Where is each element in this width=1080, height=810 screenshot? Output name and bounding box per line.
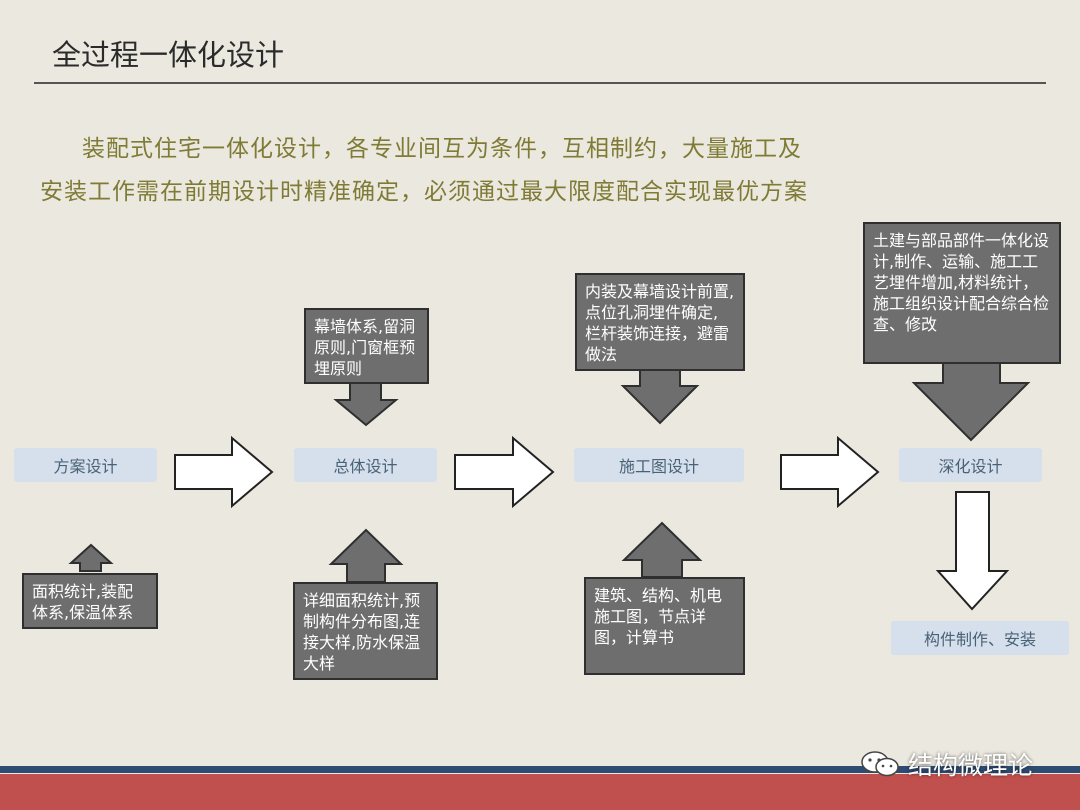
arrow-down-hollow [935,491,1010,611]
arrow-up-scheme [68,543,114,572]
watermark: 结构微理论 [860,746,1033,782]
stage-scheme-design: 方案设计 [14,448,157,482]
page-title: 全过程一体化设计 [52,38,285,72]
note-construction-bottom: 建筑、结构、机电施工图，节点详图，计算书 [584,577,745,675]
arrow-down-deepening [911,361,1031,442]
arrow-right-3 [780,435,880,509]
intro-paragraph: 装配式住宅一体化设计，各专业间互为条件，互相制约，大量施工及安装工作需在前期设计… [40,136,808,205]
note-construction-top: 内装及幕墙设计前置,点位孔洞埋件确定, 栏杆装饰连接，避雷做法 [575,273,745,371]
stage-construction-drawing: 施工图设计 [574,448,744,482]
arrow-up-construction [621,521,703,578]
stage-manufacture-install: 构件制作、安装 [891,621,1069,655]
arrow-up-overall [328,528,404,583]
footer-red-band [0,774,1080,810]
wechat-icon [861,751,899,777]
arrow-down-construction [620,369,700,425]
footer-blue-stripe [0,766,1080,773]
arrow-right-1 [174,435,274,509]
arrow-right-2 [454,435,555,509]
note-scheme-bottom: 面积统计,装配体系,保温体系 [22,573,158,629]
note-overall-top: 幕墙体系,留洞原则,门窗框预埋原则 [304,308,429,384]
title-divider [34,82,1046,84]
stage-deepening-design: 深化设计 [899,448,1042,482]
note-overall-bottom: 详细面积统计,预制构件分布图,连接大样,防水保温大样 [293,582,438,680]
stage-overall-design: 总体设计 [294,448,437,482]
arrow-down-overall [333,381,399,427]
note-deepening-top: 土建与部品部件一体化设计,制作、运输、施工工艺埋件增加,材料统计，施工组织设计配… [863,222,1061,364]
watermark-text: 结构微理论 [908,751,1034,780]
